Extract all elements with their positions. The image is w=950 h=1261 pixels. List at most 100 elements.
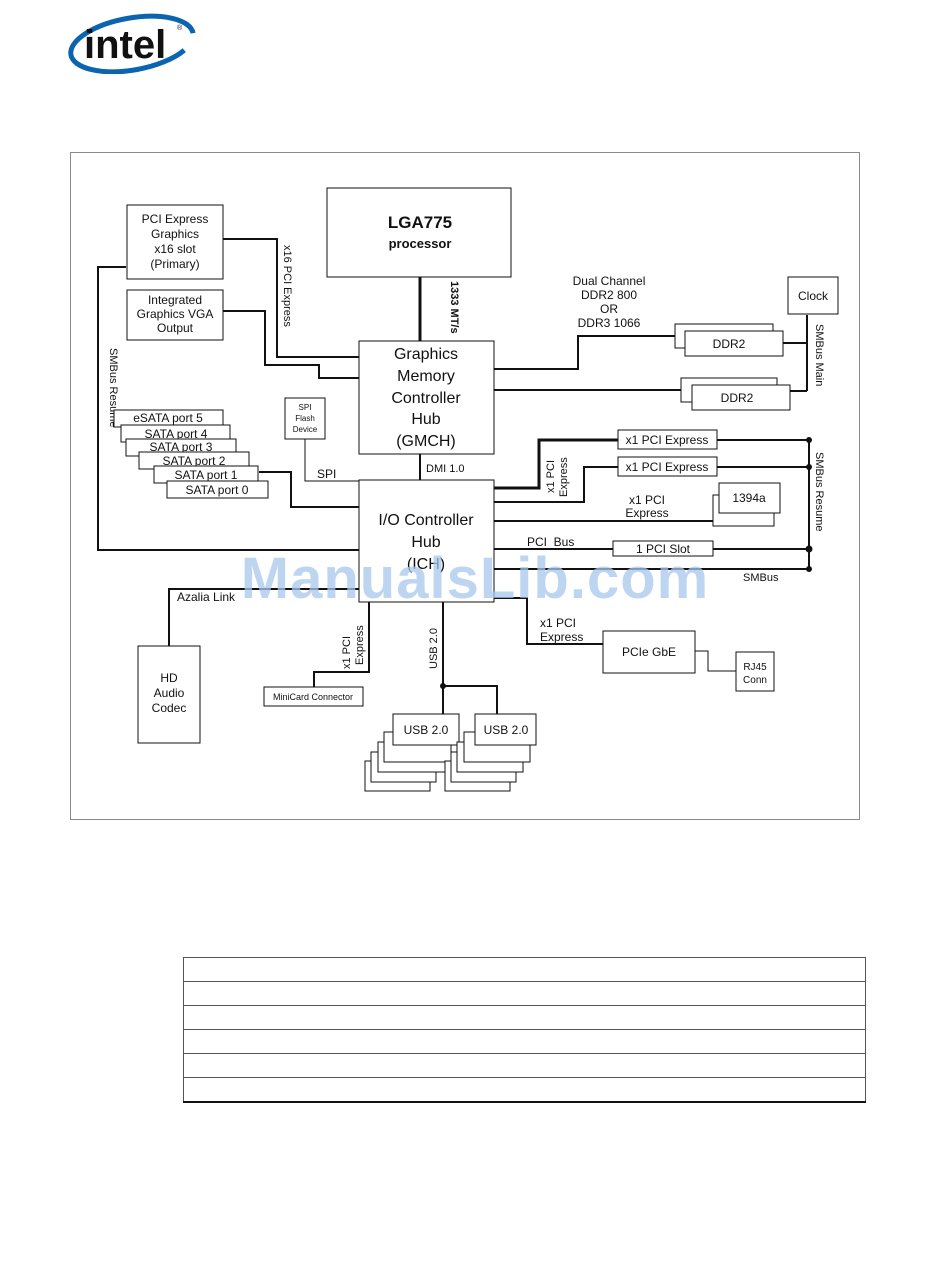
minicard-x1-label-1: x1 PCI — [341, 636, 353, 669]
gmch-line-3: Controller — [391, 390, 461, 407]
processor-title: LGA775 — [388, 213, 452, 232]
clock-block: Clock — [787, 276, 839, 315]
sata-port-label: eSATA port 5 — [133, 411, 203, 425]
gmch-line-4: Hub — [411, 411, 440, 428]
pcie-gbe-block: PCIe GbE — [602, 630, 696, 674]
sata-port-label: SATA port 3 — [150, 440, 213, 454]
rj45-line-1: RJ45 — [743, 662, 767, 673]
table-row — [183, 1053, 866, 1078]
gbe-label: PCIe GbE — [622, 645, 676, 659]
vga-line-2: Graphics VGA — [137, 307, 214, 321]
gmch-block: Graphics Memory Controller Hub (GMCH) — [358, 340, 495, 455]
gbe-x1-label-2: Express — [540, 630, 583, 644]
spi-flash-line-1: SPI — [299, 403, 312, 412]
pci-bus-label: PCI Bus — [527, 535, 574, 549]
x1-vertical-label-1: x1 PCI — [545, 460, 557, 493]
dmi-label: DMI 1.0 — [426, 463, 465, 475]
minicard-label: MiniCard Connector — [273, 692, 353, 702]
spi-flash-block: SPI Flash Device — [284, 397, 326, 440]
x1-1394-label-1: x1 PCI — [629, 493, 665, 507]
pcie-graphics-line-4: (Primary) — [150, 257, 199, 271]
table-cell — [183, 1077, 866, 1103]
intel-logo: intel ® — [68, 13, 196, 74]
ich-line-2: Hub — [411, 534, 440, 551]
smbus-resume-right-label: SMBus Resume — [813, 452, 825, 531]
ich-block: I/O Controller Hub (ICH) — [358, 479, 495, 603]
usb-port-stack: USB 2.0 — [444, 713, 537, 792]
pci-slot-label: 1 PCI Slot — [636, 542, 691, 556]
dimm-slot: DDR2 — [674, 323, 784, 357]
pcie-slot-label: x1 PCI Express — [626, 460, 709, 474]
memory-label-4: DDR3 1066 — [578, 316, 641, 330]
smbus-main-label: SMBus Main — [813, 324, 825, 386]
dimm-slot: DDR2 — [680, 377, 791, 411]
pcie-graphics-line-2: Graphics — [151, 227, 199, 241]
gmch-line-5: (GMCH) — [396, 433, 456, 450]
svg-text:®: ® — [177, 24, 183, 32]
memory-label-2: DDR2 800 — [581, 288, 637, 302]
pcie-x1-slot: x1 PCI Express — [617, 429, 718, 450]
hd-audio-line-2: Audio — [154, 686, 185, 700]
logo-text: intel — [84, 23, 166, 67]
fsb-label: 1333 MT/s — [448, 281, 460, 334]
pcie-graphics-slot: PCI Express Graphics x16 slot (Primary) — [126, 204, 224, 280]
sata-port-label: SATA port 0 — [186, 483, 249, 497]
table-row — [183, 1077, 866, 1103]
table-row — [183, 1029, 866, 1054]
gbe-x1-label-1: x1 PCI — [540, 616, 576, 630]
ich-line-1: I/O Controller — [378, 512, 474, 529]
vga-line-3: Output — [157, 321, 194, 335]
usb-port-label: USB 2.0 — [404, 723, 449, 737]
sata-ports: eSATA port 5 SATA port 4 SATA port 3 SAT… — [113, 409, 269, 499]
gmch-line-2: Memory — [397, 368, 455, 385]
ich-line-3: (ICH) — [407, 556, 445, 573]
pci-slot: 1 PCI Slot — [612, 540, 714, 557]
memory-label-3: OR — [600, 302, 618, 316]
table-cell — [183, 957, 866, 982]
table-cell — [183, 981, 866, 1006]
azalia-label: Azalia Link — [177, 590, 236, 604]
memory-label-1: Dual Channel — [573, 274, 646, 288]
dimm-label: DDR2 — [721, 391, 754, 405]
table-row — [183, 957, 866, 982]
usb-port-stack: USB 2.0 — [364, 713, 460, 792]
blank-table — [183, 957, 866, 1103]
usb-port-label: USB 2.0 — [484, 723, 529, 737]
table-cell — [183, 1053, 866, 1078]
pcie-x1-slot: x1 PCI Express — [617, 456, 718, 477]
hd-audio-line-1: HD — [160, 671, 178, 685]
spi-flash-line-2: Flash — [295, 414, 315, 423]
pcie-graphics-line-3: x16 slot — [154, 242, 196, 256]
rj45-line-2: Conn — [743, 675, 767, 686]
minicard-connector: MiniCard Connector — [263, 686, 364, 707]
table-row — [183, 981, 866, 1006]
hd-audio-line-3: Codec — [152, 701, 187, 715]
x1-vertical-label-2: Express — [558, 457, 570, 497]
ieee1394-label: 1394a — [732, 491, 766, 505]
hd-audio-codec: HD Audio Codec — [137, 645, 201, 744]
spi-flash-line-3: Device — [293, 425, 318, 434]
x1-1394-label-2: Express — [625, 506, 668, 520]
spi-label: SPI — [317, 467, 336, 481]
smbus-resume-left-label: SMBus Resume — [107, 348, 119, 427]
smbus-label: SMBus — [743, 572, 779, 584]
sata-port-label: SATA port 2 — [163, 454, 226, 468]
usb-bus-label: USB 2.0 — [428, 628, 440, 669]
sata-port-label: SATA port 4 — [145, 427, 208, 441]
processor-block: LGA775 processor — [326, 187, 512, 278]
rj45-connector: RJ45 Conn — [735, 651, 775, 692]
sata-port-label: SATA port 1 — [175, 468, 238, 482]
table-cell — [183, 1029, 866, 1054]
vga-output-block: Integrated Graphics VGA Output — [126, 289, 224, 341]
pcie-graphics-line-1: PCI Express — [142, 212, 209, 226]
processor-subtitle: processor — [389, 236, 452, 251]
block-diagram: LGA775 processor 1333 MT/s Graphics Memo… — [70, 152, 860, 820]
vga-line-1: Integrated — [148, 293, 202, 307]
pcie-slot-label: x1 PCI Express — [626, 433, 709, 447]
clock-label: Clock — [798, 289, 829, 303]
gmch-line-1: Graphics — [394, 346, 458, 363]
table-row — [183, 1005, 866, 1030]
x16-label: x16 PCI Express — [281, 245, 293, 327]
table-cell — [183, 1005, 866, 1030]
